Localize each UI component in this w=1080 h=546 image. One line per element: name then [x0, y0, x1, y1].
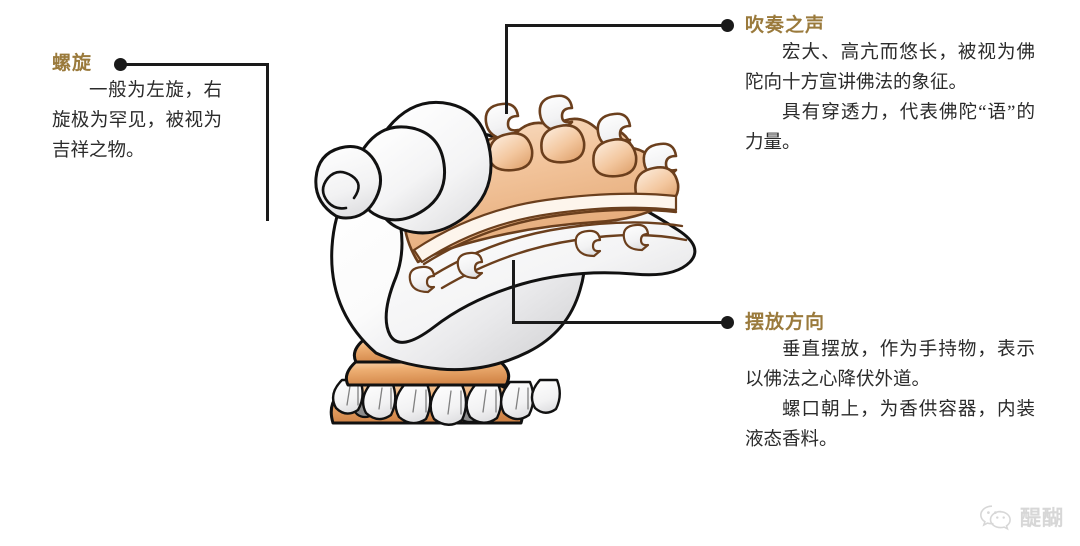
callout-dot-spiral [114, 58, 127, 71]
callout-dot-placement [721, 316, 734, 329]
spiral-apex [314, 100, 493, 235]
wechat-icon [979, 503, 1013, 531]
callout-sound-body-2: 具有穿透力，代表佛陀“语”的力量。 [745, 102, 1035, 153]
illustration-conch-shell [190, 20, 710, 450]
callout-placement: 摆放方向 垂直摆放，作为手持物，表示以佛法之心降伏外道。 螺口朝上，为香供容器，… [745, 307, 1035, 456]
leader-line-sound-vertical [505, 24, 508, 114]
callout-spiral-title: 螺旋 [52, 53, 93, 74]
leader-line-sound-horizontal [505, 24, 725, 27]
callout-dot-sound [721, 19, 734, 32]
watermark-text: 醍醐 [1020, 507, 1064, 530]
callout-spiral-body: 一般为左旋，右旋极为罕见，被视为吉祥之物。 [52, 81, 222, 161]
leader-line-spiral-vertical [266, 63, 269, 221]
callout-placement-body-2: 螺口朝上，为香供容器，内装液态香料。 [745, 399, 1035, 450]
leader-line-placement-horizontal [512, 321, 725, 324]
callout-placement-title: 摆放方向 [745, 312, 826, 333]
leader-line-placement-vertical [512, 260, 515, 324]
callout-spiral: 螺旋 一般为左旋，右旋极为罕见，被视为吉祥之物。 [52, 48, 222, 167]
callout-sound-title: 吹奏之声 [745, 15, 826, 36]
callout-sound: 吹奏之声 宏大、高亢而悠长，被视为佛陀向十方宣讲佛法的象征。 具有穿透力，代表佛… [745, 10, 1035, 159]
leader-line-spiral-horizontal [124, 63, 269, 66]
callout-sound-body-1: 宏大、高亢而悠长，被视为佛陀向十方宣讲佛法的象征。 [745, 43, 1035, 93]
callout-placement-body-1: 垂直摆放，作为手持物，表示以佛法之心降伏外道。 [745, 340, 1035, 390]
watermark: 醍醐 [979, 502, 1064, 532]
